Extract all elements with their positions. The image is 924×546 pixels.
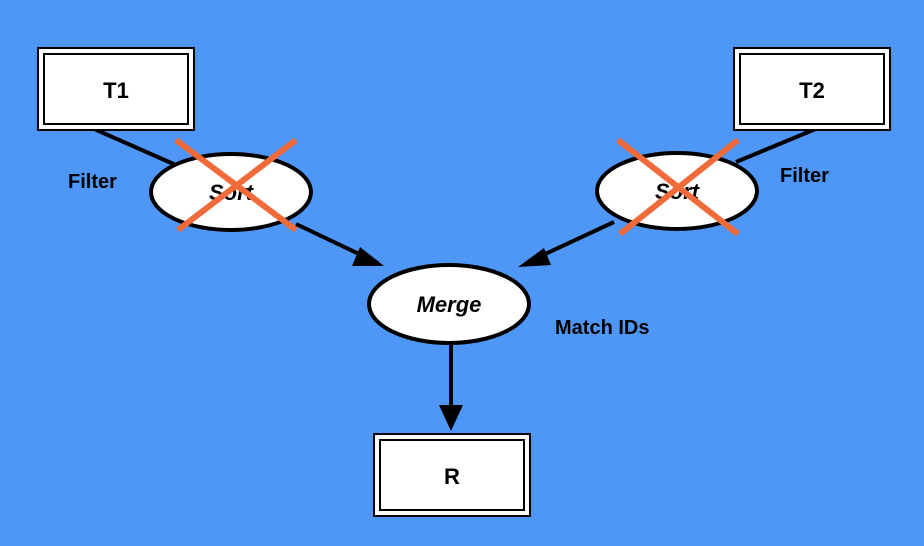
node-r: R [373,433,531,517]
edge-t2-sort [735,126,819,164]
annotation-filter-right: Filter [780,165,829,187]
annotation-match-ids: Match IDs [555,317,649,339]
annotation-filter-left: Filter [68,171,117,193]
cross-out-icon [174,137,298,233]
arrow-head-left [352,247,384,266]
op-merge-label: Merge [417,292,482,317]
arrow-head-down [439,405,463,431]
node-t2-label: T2 [799,78,825,103]
arrow-head-right [518,248,551,267]
node-r-label: R [444,464,460,489]
node-t1: T1 [37,47,195,131]
cross-out-icon [616,137,740,237]
op-merge: Merge [367,263,531,345]
node-t1-label: T1 [103,78,129,103]
edge-t1-sort [91,126,179,168]
node-t2: T2 [733,47,891,131]
